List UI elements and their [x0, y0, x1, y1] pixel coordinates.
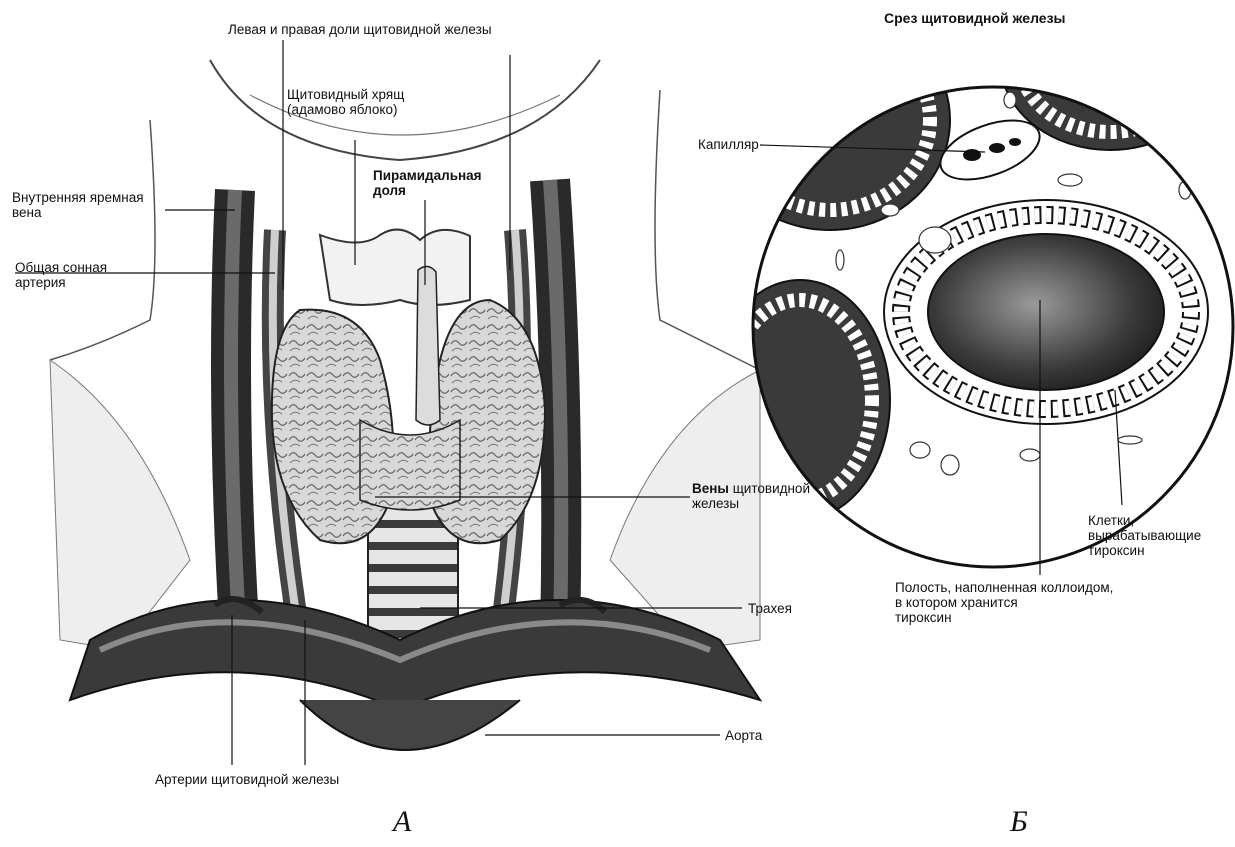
label-internal-jugular-vein: Внутренняя яремная вена [12, 190, 144, 220]
label-thyroid-veins-bold: Вены [692, 481, 729, 496]
label-trachea: Трахея [748, 601, 792, 616]
neck-anatomy-drawing [50, 60, 760, 750]
chin-outline [210, 60, 600, 160]
label-thyroxine-cells: Клетки, вырабатывающие тироксин [1088, 513, 1201, 558]
label-thyroid-cartilage: Щитовидный хрящ (адамово яблоко) [287, 87, 404, 117]
label-aorta: Аорта [725, 728, 762, 743]
label-pyramidal-lobe: Пирамидальная доля [373, 168, 482, 198]
panel-letter-b: Б [1010, 805, 1028, 839]
label-thyroid-lobes: Левая и правая доли щитовидной железы [228, 22, 492, 37]
thyroid-cartilage [320, 230, 470, 305]
label-capillary: Капилляр [698, 137, 759, 152]
colloid-cavity [928, 234, 1164, 390]
label-common-carotid-artery: Общая сонная артерия [15, 260, 107, 290]
neck-outline [50, 120, 155, 360]
label-thyroid-arteries: Артерии щитовидной железы [155, 772, 339, 787]
panel-letter-a: А [393, 805, 411, 839]
label-colloid-cavity: Полость, наполненная коллоидом, в которо… [895, 580, 1113, 625]
follicle [710, 10, 950, 230]
label-thyroid-veins: Вены щитовидной железы [692, 481, 810, 511]
thyroid-right-lobe [429, 300, 545, 543]
pyramidal-lobe [416, 266, 440, 425]
section-title: Срез щитовидной железы [884, 10, 1065, 26]
